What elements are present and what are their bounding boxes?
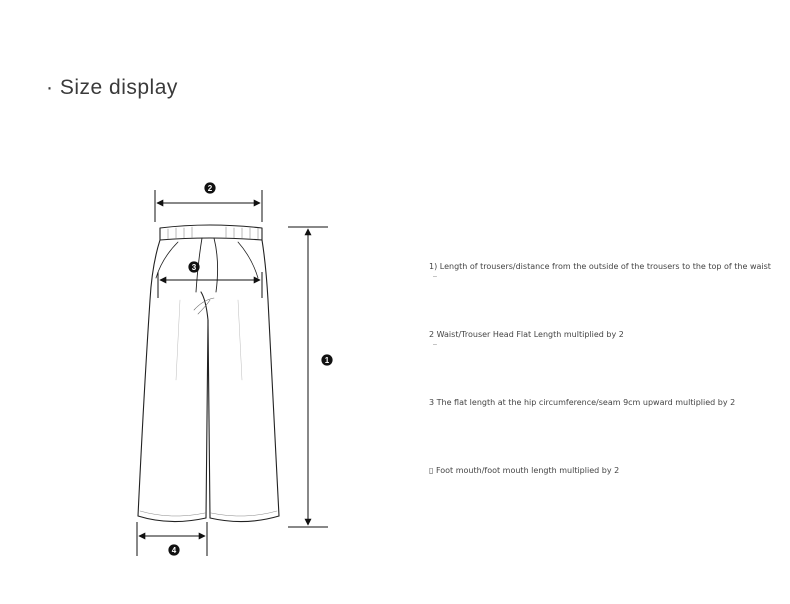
left-hem (137, 515, 207, 523)
numbered-circle-icon (168, 544, 180, 556)
note-waist-dash: – (433, 341, 437, 348)
note-length-dash: – (433, 273, 437, 280)
marker-4-label: 4 (172, 546, 177, 555)
waist-measurement (154, 190, 263, 222)
hip-measurement (157, 272, 263, 298)
marker-3: 3 (188, 261, 200, 273)
waistband-gathers (167, 226, 259, 240)
numbered-circle-icon (321, 354, 333, 366)
left-inseam (205, 319, 209, 519)
foot-mouth-measurement (136, 522, 208, 556)
note-foot-mouth: ▯ Foot mouth/foot mouth length multiplie… (429, 466, 620, 475)
fly-stitch (193, 297, 215, 315)
right-hem-stitch (210, 510, 278, 517)
right-pocket (237, 241, 259, 279)
marker-4: 4 (168, 544, 180, 556)
right-outer-seam (261, 239, 280, 517)
fold-line-right (237, 299, 243, 381)
waistband (159, 224, 263, 241)
trousers-outline-icon (137, 224, 280, 523)
crotch-seam (200, 291, 209, 321)
page-title: · Size display (46, 76, 178, 99)
length-measurement (288, 226, 328, 528)
note-length: 1) Length of trousers/distance from the … (429, 262, 771, 271)
marker-1: 1 (321, 354, 333, 366)
marker-1-label: 1 (325, 356, 330, 365)
right-hem (209, 515, 280, 523)
marker-2: 2 (204, 182, 216, 194)
note-hip: 3 The flat length at the hip circumferen… (429, 398, 736, 407)
marker-3-label: 3 (192, 263, 197, 272)
left-pocket (155, 241, 179, 279)
fold-line-left (175, 299, 181, 381)
note-waist: 2 Waist/Trouser Head Flat Length multipl… (429, 330, 624, 339)
drawstring-left (195, 237, 203, 293)
right-inseam (207, 319, 211, 519)
left-outer-seam (137, 239, 161, 517)
marker-2-label: 2 (208, 184, 213, 193)
left-hem-stitch (139, 510, 206, 517)
numbered-circle-icon (188, 261, 200, 273)
drawstring-right (213, 237, 219, 293)
numbered-circle-icon (204, 182, 216, 194)
